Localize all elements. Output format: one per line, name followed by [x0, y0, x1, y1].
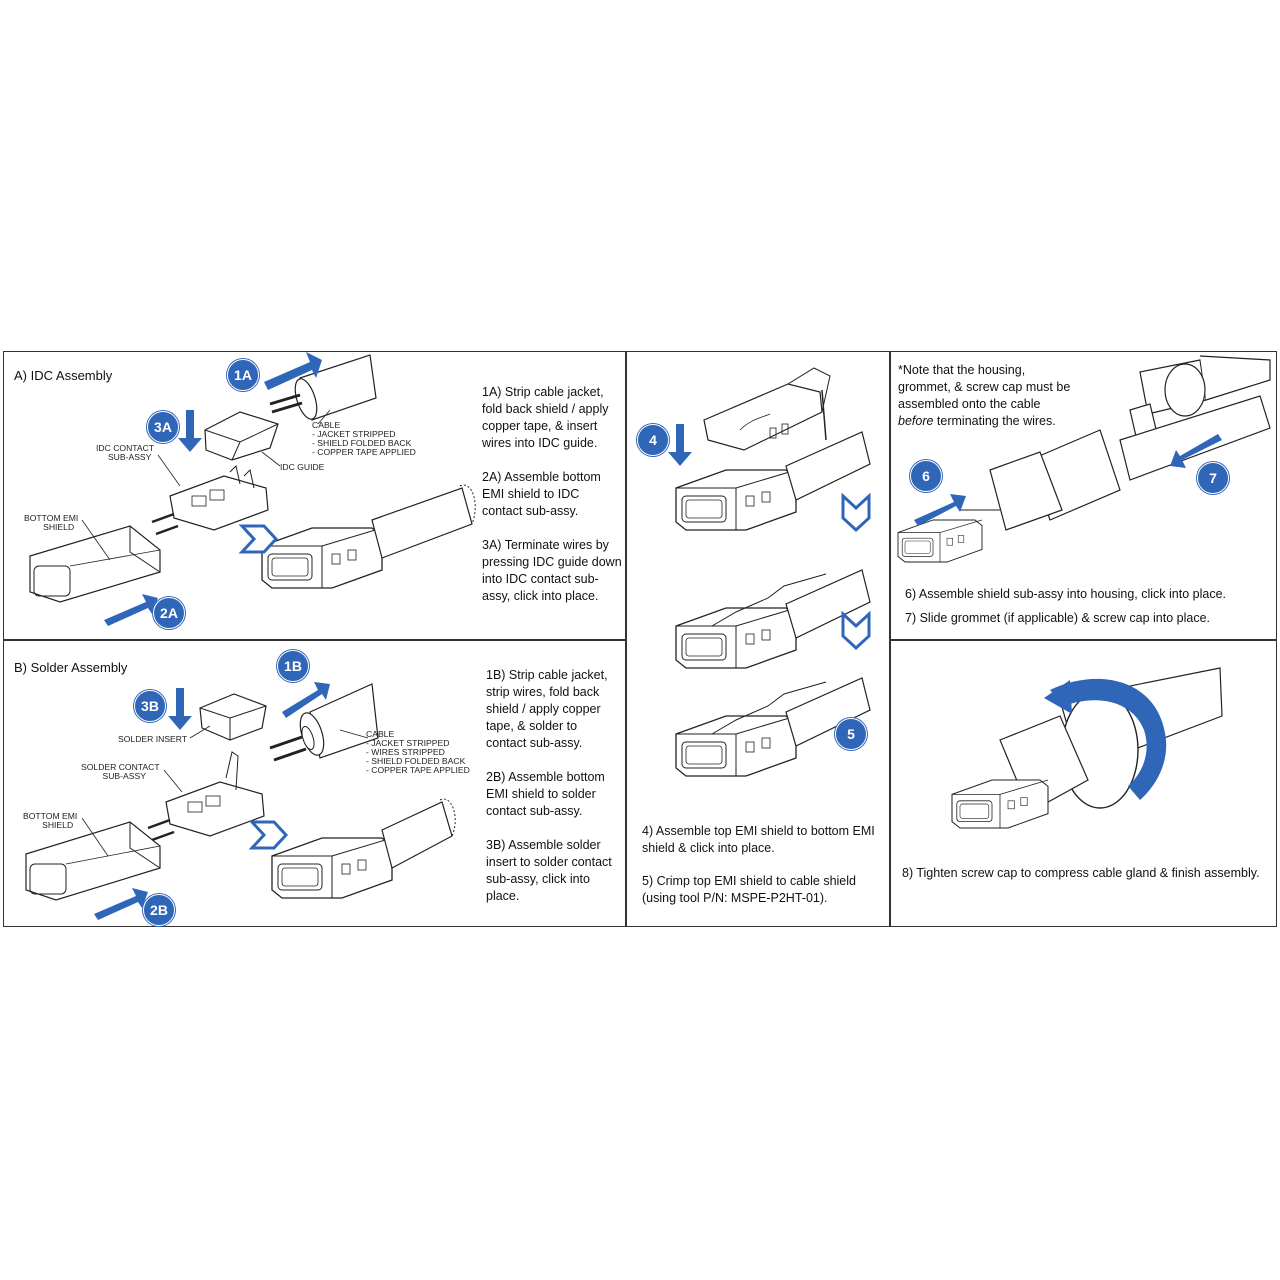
step-5-text: 5) Crimp top EMI shield to cable shield … [642, 874, 856, 905]
badge-3b: 3B [134, 690, 166, 722]
note-line-4: before terminating the wires. [898, 413, 1088, 430]
badge-1b: 1B [277, 650, 309, 682]
label-idc-contact: IDC CONTACT SUB-ASSY [96, 443, 155, 462]
panel-a-title: A) IDC Assembly [14, 368, 113, 383]
badge-3a: 3A [147, 411, 179, 443]
label-solder-insert: SOLDER INSERT [118, 734, 188, 744]
step-7-text: 7) Slide grommet (if applicable) & screw… [905, 611, 1210, 625]
label-cable-a: CABLE - JACKET STRIPPED - SHIELD FOLDED … [312, 420, 416, 457]
divider-ab [3, 639, 626, 641]
badge-5: 5 [835, 718, 867, 750]
step-3b-text: 3B) Assemble solder insert to solder con… [486, 838, 612, 903]
label-idc-guide: IDC GUIDE [280, 462, 325, 472]
step-8-text: 8) Tighten screw cap to compress cable g… [902, 866, 1260, 880]
badge-7: 7 [1197, 462, 1229, 494]
label-solder-contact: SOLDER CONTACT SUB-ASSY [81, 762, 160, 781]
note-line-3: assembled onto the cable [898, 397, 1041, 411]
note-text: *Note that the housing, grommet, & screw… [898, 362, 1088, 430]
step-1b-text: 1B) Strip cable jacket, strip wires, fol… [486, 668, 608, 750]
badge-2b: 2B [143, 894, 175, 926]
note-italic-word: before [898, 414, 934, 428]
step-1a-text: 1A) Strip cable jacket, fold back shield… [482, 385, 609, 450]
step-3a-text: 3A) Terminate wires by pressing IDC guid… [482, 538, 622, 603]
note-line-4-rest: terminating the wires. [933, 414, 1056, 428]
step-2b-text: 2B) Assemble bottom EMI shield to solder… [486, 770, 605, 818]
step-4-text: 4) Assemble top EMI shield to bottom EMI… [642, 824, 875, 855]
panel-b-title: B) Solder Assembly [14, 660, 128, 675]
badge-4: 4 [637, 424, 669, 456]
note-line-2: grommet, & screw cap must be [898, 380, 1071, 394]
badge-6: 6 [910, 460, 942, 492]
step-6-text: 6) Assemble shield sub-assy into housing… [905, 587, 1226, 601]
note-line-1: *Note that the housing, [898, 363, 1026, 377]
badge-2a: 2A [153, 597, 185, 629]
label-cable-b: CABLE - JACKET STRIPPED - WIRES STRIPPED… [366, 729, 470, 775]
badge-1a: 1A [227, 359, 259, 391]
divider-de [889, 639, 1277, 641]
step-2a-text: 2A) Assemble bottom EMI shield to IDC co… [482, 470, 601, 518]
label-bottom-emi-b: BOTTOM EMI SHIELD [23, 811, 78, 830]
label-bottom-emi-a: BOTTOM EMI SHIELD [24, 513, 79, 532]
